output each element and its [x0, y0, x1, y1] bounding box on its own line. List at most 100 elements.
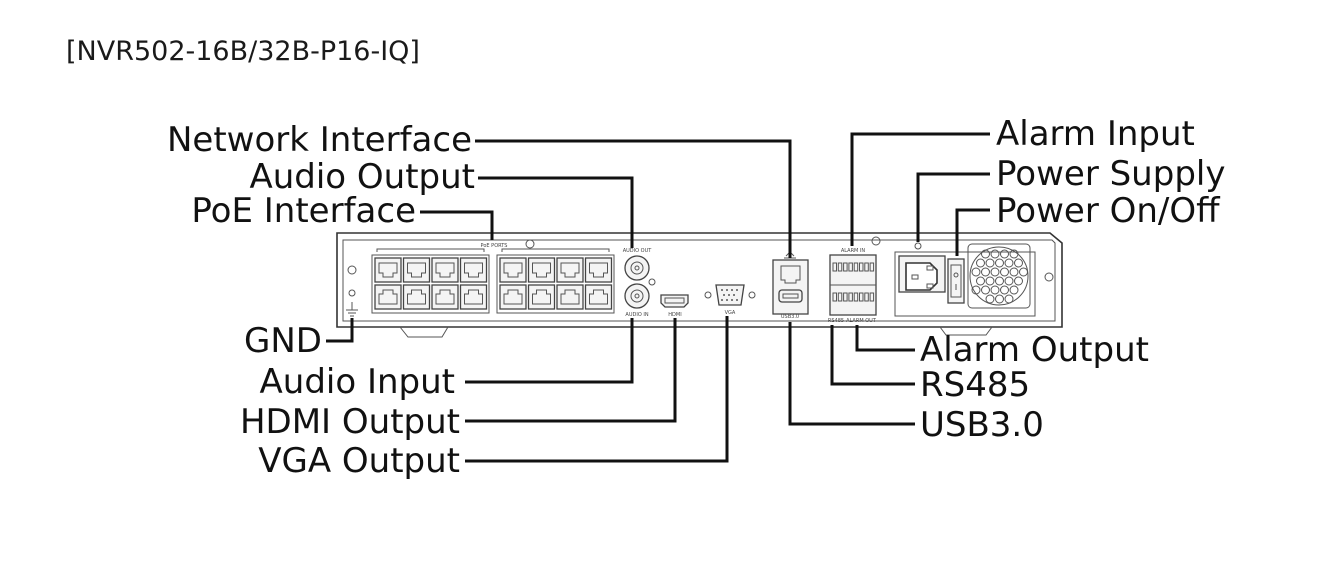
- audio-screw: [648, 278, 656, 286]
- terminal-pin: [864, 262, 869, 272]
- fan-grille-cell: [990, 285, 1000, 295]
- fan-grille-cell: [995, 276, 1004, 286]
- poe-port-block: [371, 248, 615, 314]
- terminal-pin: [837, 292, 843, 302]
- fan-grille-cell: [1019, 267, 1028, 277]
- network-port: [772, 251, 809, 315]
- leader-poe-interface: [420, 210, 494, 240]
- mount-hole-right: [871, 236, 881, 246]
- rj45-socket: [532, 289, 551, 305]
- terminal-pin: [853, 292, 859, 302]
- fan-grille-cell: [981, 249, 990, 259]
- leader-lines: [326, 132, 990, 463]
- poe-port-group: [496, 254, 615, 314]
- poe-group-bracket: [376, 248, 485, 252]
- rj45-socket: [503, 289, 523, 305]
- rj45-socket: [560, 262, 580, 278]
- label-poe-interface: PoE Interface: [191, 191, 416, 231]
- rj45-socket: [435, 289, 455, 305]
- terminal-pin: [837, 262, 843, 272]
- leader-hdmi-output: [465, 318, 677, 423]
- rj45-socket: [378, 262, 398, 278]
- rj45-socket: [589, 262, 608, 278]
- power-switch: [947, 258, 965, 304]
- fan-grille-cell: [976, 258, 985, 268]
- terminal-pin: [869, 262, 875, 272]
- terminal-pin: [843, 262, 848, 272]
- terminal-pin: [832, 262, 837, 272]
- vga-port: [704, 284, 756, 306]
- terminal-pin: [832, 292, 837, 302]
- label-vga-output: VGA Output: [258, 441, 460, 481]
- chassis-foot-right: [939, 326, 993, 336]
- leader-alarm-input: [850, 132, 990, 246]
- power-module: [894, 242, 1036, 317]
- audio-output-port: [624, 255, 650, 281]
- label-power-supply: Power Supply: [996, 154, 1225, 194]
- leader-usb: [788, 322, 915, 426]
- label-gnd: GND: [244, 321, 322, 361]
- label-audio-input: Audio Input: [260, 362, 455, 402]
- model-title: [NVR502-16B/32B-P16-IQ]: [66, 36, 420, 67]
- fan-grille-cell: [1000, 285, 1009, 295]
- terminal-pin: [848, 262, 853, 272]
- fan-grille-cell: [990, 267, 1000, 277]
- label-power-on-off: Power On/Off: [996, 191, 1221, 231]
- chassis-foot-left: [399, 326, 449, 338]
- mount-hole-far-right: [1044, 272, 1054, 282]
- terminal-pin: [864, 292, 869, 302]
- usb-marking: USB3.0: [781, 314, 799, 320]
- terminal-pin: [843, 292, 848, 302]
- power-ground-screw: [914, 242, 922, 250]
- rj45-socket: [407, 289, 426, 305]
- poe-group-marking: PoE PORTS: [481, 243, 508, 249]
- rj45-socket: [589, 289, 608, 305]
- leader-gnd: [326, 318, 354, 343]
- cooling-fan: [967, 243, 1031, 309]
- fan-grille-cell: [1000, 249, 1009, 259]
- rj45-socket: [407, 262, 426, 278]
- audio-in-marking: AUDIO IN: [625, 312, 648, 318]
- usb-port: [778, 289, 803, 303]
- fan-grille-cell: [971, 285, 981, 295]
- hdmi-marking: HDMI: [668, 312, 681, 318]
- fan-grille-cell: [976, 276, 985, 286]
- label-rs485: RS485: [920, 365, 1030, 405]
- fan-grille-cell: [1009, 267, 1019, 277]
- ground-terminal-icon: [346, 289, 358, 317]
- alarm-in-marking: ALARM IN: [841, 248, 866, 254]
- terminal-pin: [848, 292, 853, 302]
- fan-grille-cell: [985, 276, 995, 286]
- hdmi-port: [660, 294, 689, 308]
- rs485-marking: RS485: [828, 318, 844, 324]
- rj45-socket: [464, 262, 483, 278]
- label-network-interface: Network Interface: [167, 120, 472, 160]
- chassis-inner-edge: [342, 239, 1056, 322]
- alarm-terminal-block: [829, 254, 877, 316]
- rj45-socket: [464, 289, 483, 305]
- fan-grille-cell: [971, 267, 981, 277]
- fan-grille-cell: [985, 294, 995, 304]
- fan-grille-cell: [1004, 258, 1014, 268]
- alarm-out-marking: ALARM OUT: [846, 318, 877, 324]
- fan-grille-cell: [981, 267, 990, 277]
- leader-network-interface: [475, 139, 792, 258]
- fan-grille-cell: [1009, 249, 1019, 259]
- poe-port-group: [371, 254, 490, 314]
- leader-alarm-output: [855, 325, 915, 352]
- audio-input-port: [624, 283, 650, 309]
- vga-marking: VGA: [725, 310, 736, 316]
- terminal-pin: [859, 292, 864, 302]
- label-alarm-input: Alarm Input: [996, 114, 1195, 154]
- fan-grille-cell: [1014, 258, 1023, 268]
- fan-grille-cell: [1004, 276, 1014, 286]
- rj45-socket: [378, 289, 398, 305]
- leader-audio-output: [478, 176, 634, 248]
- fan-grille-cell: [995, 294, 1004, 304]
- fan-grille-cell: [1014, 276, 1023, 286]
- rj45-socket: [435, 262, 455, 278]
- audio-out-marking: AUDIO OUT: [623, 248, 653, 254]
- poe-group-bracket: [501, 248, 610, 252]
- label-hdmi-output: HDMI Output: [240, 402, 460, 442]
